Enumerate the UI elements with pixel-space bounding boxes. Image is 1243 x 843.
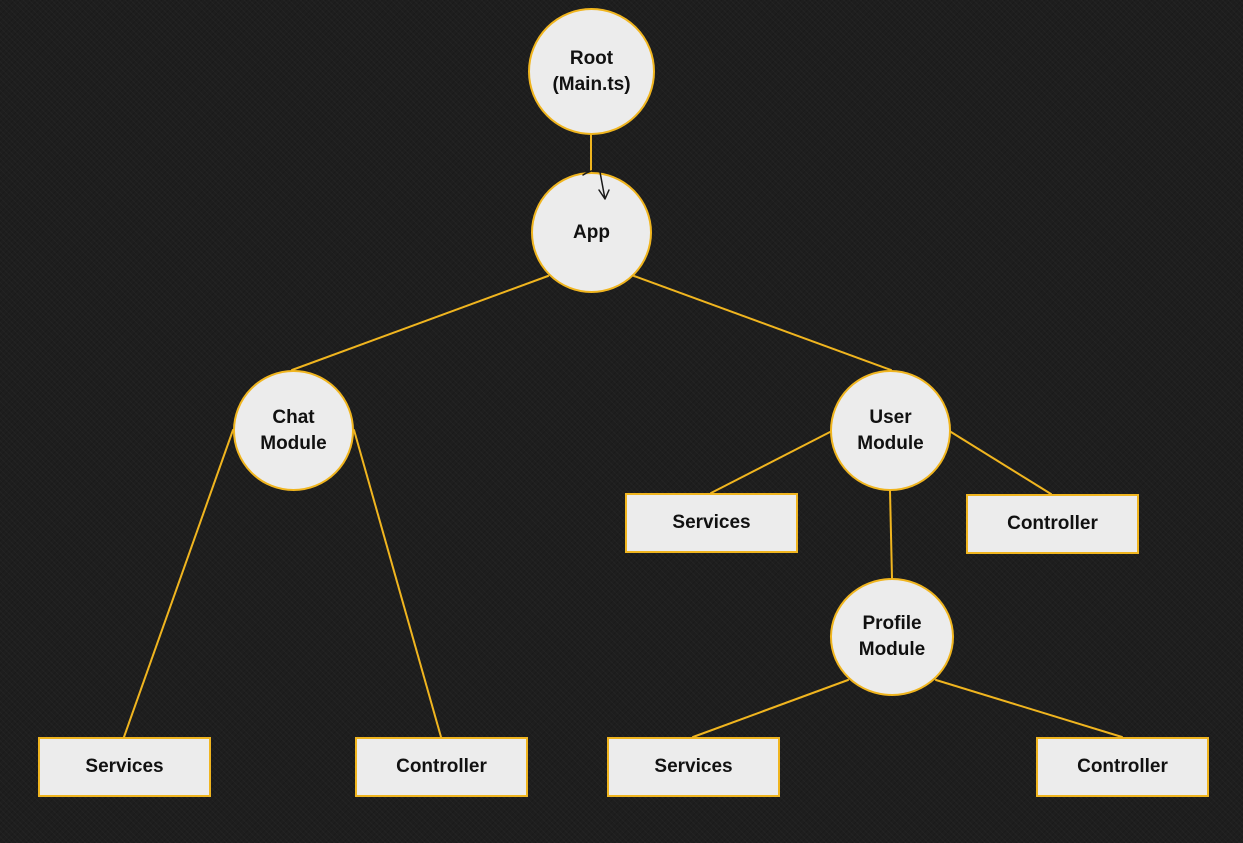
root-node[interactable]: Root (Main.ts) [528,8,655,135]
root-subtitle: (Main.ts) [552,73,631,95]
chat-controller-label: Controller [396,756,487,777]
edge-app-user [633,275,892,371]
profile-module-line1: Profile [862,613,922,634]
root-title: Root [569,47,614,69]
edge-profile-services [692,679,849,738]
user-controller-box[interactable]: Controller [966,494,1139,554]
edge-user-profile [889,490,893,579]
user-module-line1: User [869,406,912,428]
profile-controller-label: Controller [1077,756,1168,777]
edge-chat-services [123,429,234,738]
chat-module-node[interactable]: Chat Module [233,370,354,491]
user-module-line2: Module [857,432,924,454]
app-label: App [573,221,610,243]
edge-user-controller [950,431,1052,495]
edge-app-chat [291,275,549,371]
profile-services-box[interactable]: Services [607,737,780,797]
profile-controller-box[interactable]: Controller [1036,737,1209,797]
user-module-node[interactable]: User Module [830,370,951,491]
chat-services-label: Services [85,756,164,777]
app-node[interactable]: App [531,172,652,293]
profile-module-line2: Module [858,639,926,660]
chat-module-line1: Chat [272,406,315,428]
chat-services-box[interactable]: Services [38,737,211,797]
chat-module-line2: Module [260,432,327,454]
profile-module-node[interactable]: Profile Module [830,578,954,696]
user-controller-label: Controller [1007,513,1098,534]
user-services-label: Services [672,512,751,533]
profile-services-label: Services [654,756,733,777]
user-services-box[interactable]: Services [625,493,798,553]
chat-controller-box[interactable]: Controller [355,737,528,797]
edge-profile-controller [935,679,1123,738]
edge-chat-controller [353,429,442,738]
edge-user-services [710,431,831,494]
